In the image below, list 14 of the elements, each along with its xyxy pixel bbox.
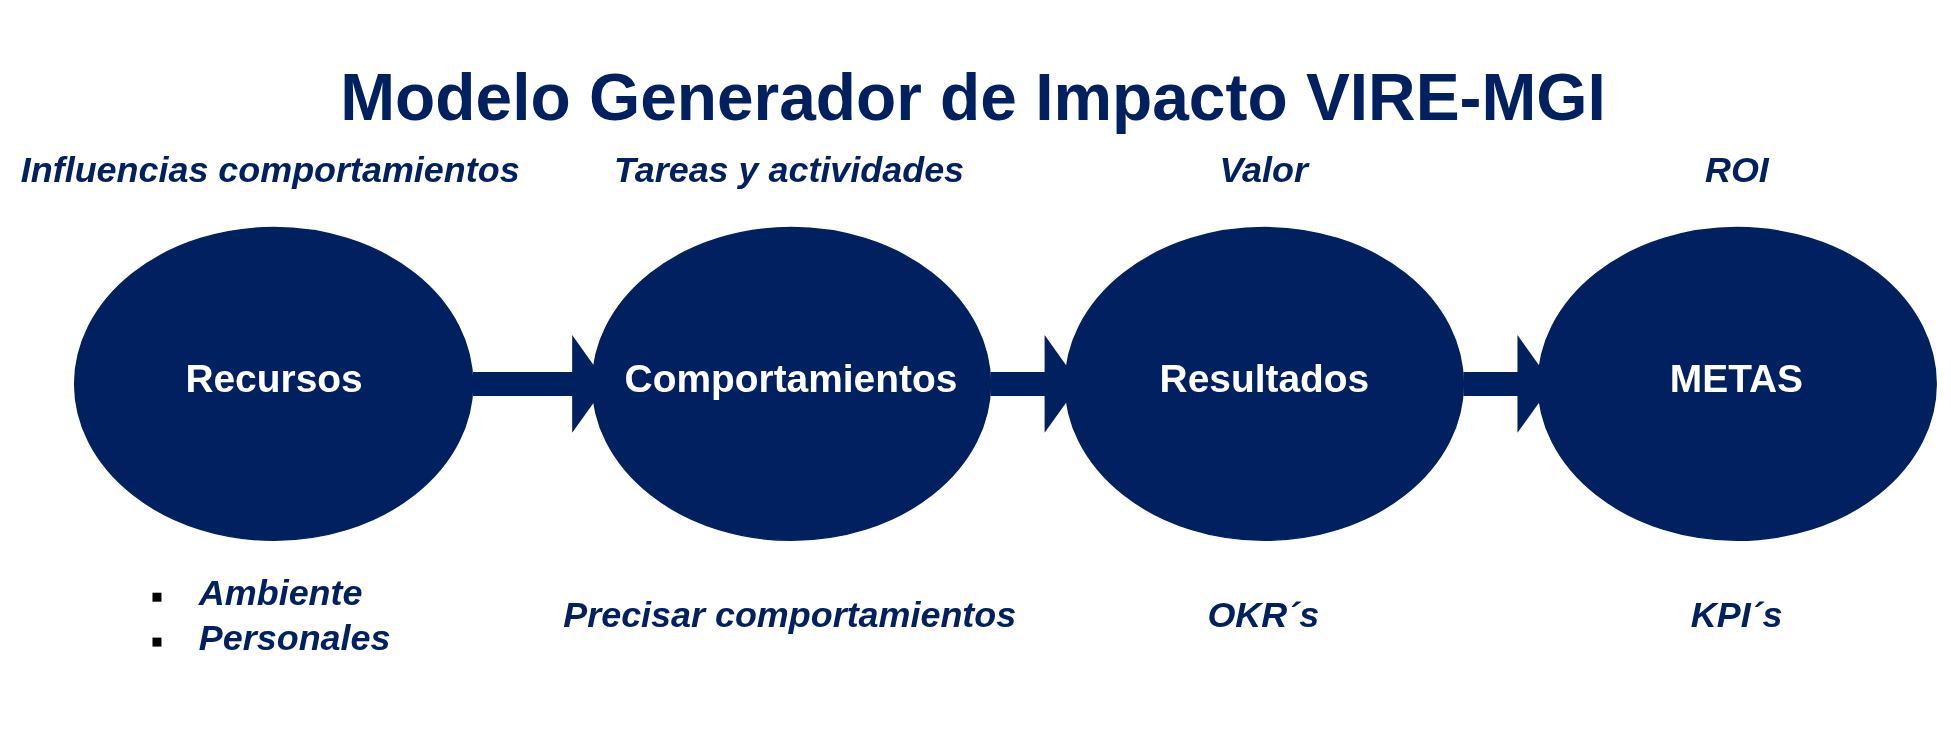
- node-label: Tareas y actividades: [614, 148, 965, 189]
- node-ellipse: Recursos: [73, 226, 474, 541]
- node-label: Precisar comportamientos: [563, 593, 1017, 635]
- node-label: KPI´s: [1690, 593, 1783, 635]
- node-label: OKR´s: [1207, 593, 1320, 635]
- node-label: Ambiente: [198, 571, 363, 613]
- node-label: ROI: [1704, 148, 1769, 189]
- node-label: Valor: [1219, 148, 1308, 189]
- node-label: Personales: [198, 616, 391, 658]
- node-ellipse: Comportamientos: [591, 226, 992, 541]
- node-label: Influencias comportamientos: [20, 148, 520, 189]
- diagram-title: Modelo Generador de Impacto VIRE-MGI: [340, 59, 1606, 134]
- node-ellipse: Resultados: [1064, 226, 1465, 541]
- node-ellipse: METAS: [1537, 226, 1937, 541]
